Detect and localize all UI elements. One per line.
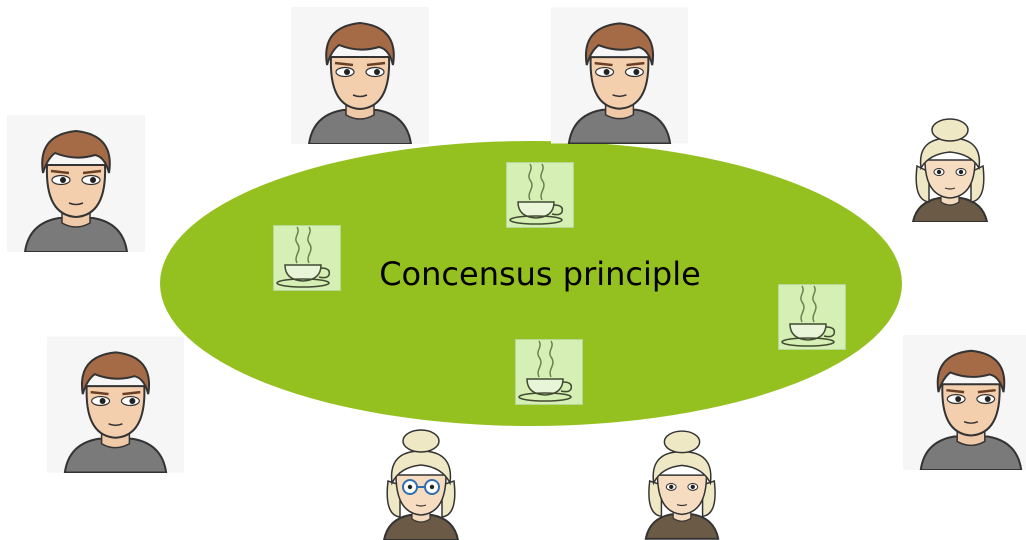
- coffee-cup-icon: [273, 225, 341, 291]
- man-avatar-icon: [7, 115, 145, 252]
- man-avatar-icon: [551, 7, 688, 144]
- center-label-text: Concensus principle: [379, 255, 701, 293]
- coffee-cup-icon: [515, 339, 583, 405]
- coffee-cup-icon: [506, 162, 574, 228]
- man-avatar-icon: [291, 7, 429, 144]
- woman-avatar-icon: [634, 425, 730, 540]
- woman-avatar-icon: [895, 116, 1005, 222]
- man-avatar-icon: [47, 336, 184, 473]
- woman-avatar-icon: [372, 425, 470, 540]
- coffee-cup-icon: [778, 284, 846, 350]
- center-label: Concensus principle: [160, 255, 902, 293]
- man-avatar-icon: [903, 335, 1026, 470]
